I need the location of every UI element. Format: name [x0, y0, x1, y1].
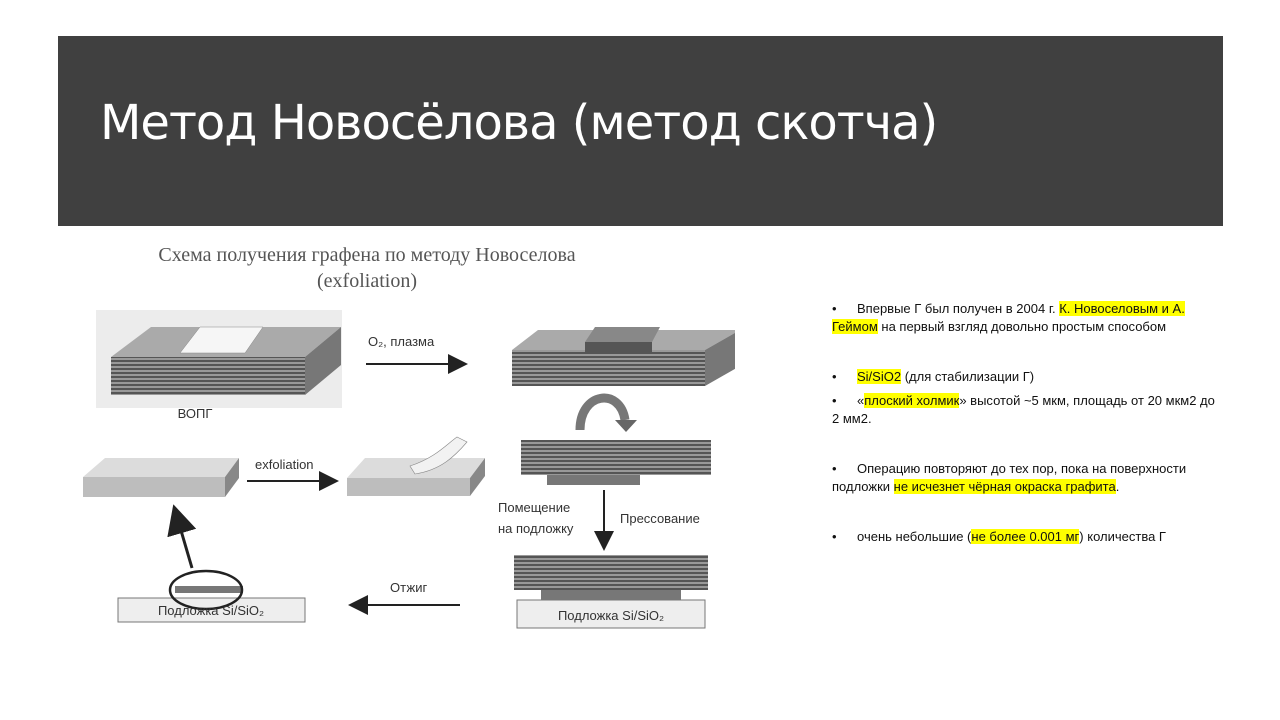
bullet-marker: •: [832, 393, 837, 408]
flipped-block: [521, 440, 711, 485]
bullet-5-text-b: ) количества Г: [1079, 529, 1166, 544]
bullet-item-2: • Si/SiO2 (для стабилизации Г): [832, 368, 1217, 386]
bullet-item-5: • очень небольшие (не более 0.001 мг) кол…: [832, 528, 1217, 546]
bullet-item-4: •Операцию повторяют до тех пор, пока на …: [832, 460, 1217, 496]
treated-block: [512, 327, 735, 386]
annealing-label: Отжиг: [390, 580, 427, 595]
bullet-2-text-a: (для стабилизации Г): [901, 369, 1035, 384]
bullet-3-highlight: плоский холмик: [864, 393, 960, 408]
bullet-4-text-b: .: [1115, 479, 1120, 494]
hopg-block: [96, 310, 342, 408]
pressing-label: Прессование: [620, 511, 700, 526]
bullet-4-text-a: Операцию повторяют до тех пор, пока на п…: [832, 461, 1187, 494]
slide-title: Метод Новосёлова (метод скотча): [100, 95, 938, 151]
peeled-tape: [347, 436, 485, 496]
plasma-label: О₂, плазма: [368, 334, 435, 349]
bullet-marker: •: [832, 461, 837, 476]
placement-label-line2: на подложку: [498, 521, 574, 536]
return-arrow: [167, 504, 197, 569]
bullet-marker: •: [832, 301, 837, 316]
exfoliation-label: exfoliation: [255, 457, 314, 472]
substrate-right-label: Подложка Si/SiO₂: [558, 608, 664, 623]
pressed-stack: [514, 555, 708, 629]
diagram-svg: Схема получения графена по методу Новосе…: [83, 244, 735, 629]
bullet-1-text-a: Впервые Г был получен в 2004 г.: [857, 301, 1060, 316]
bullet-marker: •: [832, 529, 837, 544]
tape-bar: [83, 458, 239, 497]
title-bar: Метод Новосёлова (метод скотча): [58, 36, 1223, 226]
substrate-left: [117, 569, 306, 623]
hopg-label: ВОПГ: [178, 406, 213, 421]
bullet-3-text-b: » высотой ~5 мкм, площадь от 20 мкм2 до …: [832, 393, 1215, 426]
bullet-item-1: •Впервые Г был получен в 2004 г. К. Ново…: [832, 300, 1217, 336]
bullet-item-3: • «плоский холмик» высотой ~5 мкм, площад…: [832, 392, 1217, 428]
bullet-5-highlight: не более 0.001 мг: [971, 529, 1080, 544]
bullet-4-highlight: не исчезнет чёрная окраска графита: [893, 479, 1116, 494]
bullet-list: •Впервые Г был получен в 2004 г. К. Ново…: [832, 300, 1217, 546]
substrate-left-label: Подложка Si/SiO₂: [158, 603, 264, 618]
bullet-3-text-a: «: [857, 393, 865, 408]
bullet-5-text-a: очень небольшие (: [857, 529, 972, 544]
bullet-2-highlight: Si/SiO2: [857, 369, 902, 384]
diagram-title-line1: Схема получения графена по методу Новосе…: [158, 244, 575, 266]
rotate-arrow: [575, 393, 630, 431]
placement-label-line1: Помещение: [498, 500, 570, 515]
exfoliation-diagram: Схема получения графена по методу Новосе…: [75, 232, 735, 642]
diagram-title-line2: (exfoliation): [317, 270, 417, 292]
bullet-1-text-b: на первый взгляд довольно простым способ…: [877, 319, 1167, 334]
bullet-marker: •: [832, 369, 837, 384]
